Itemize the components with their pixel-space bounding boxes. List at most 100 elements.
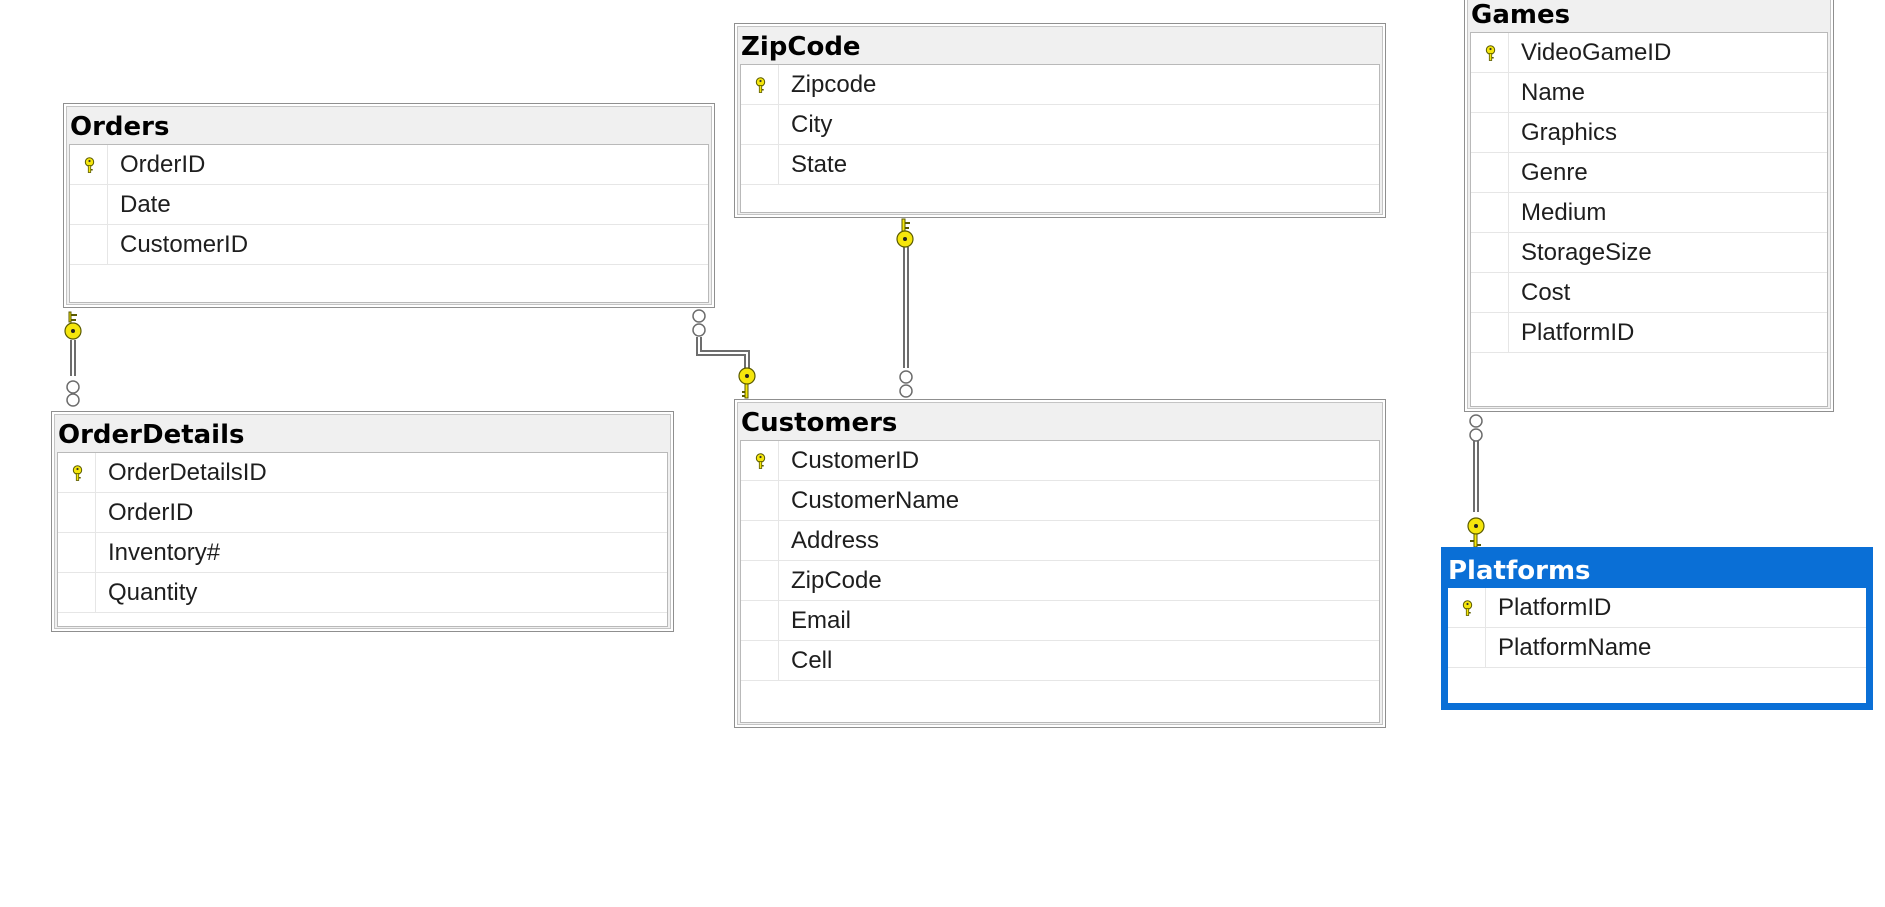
column-name: PlatformID — [1521, 319, 1635, 346]
primary-key-icon — [755, 453, 766, 469]
key-end-icon — [896, 218, 914, 248]
table-orderdetails[interactable]: OrderDetails OrderDetailsID OrderID Invent… — [51, 411, 674, 632]
row-selector[interactable] — [70, 145, 108, 184]
column-row[interactable]: Genre — [1471, 153, 1827, 193]
row-selector[interactable] — [1471, 273, 1509, 312]
column-grid: PlatformID PlatformName — [1447, 587, 1867, 704]
column-name: Zipcode — [791, 71, 877, 98]
row-selector[interactable] — [741, 481, 779, 520]
row-selector[interactable] — [741, 561, 779, 600]
row-selector[interactable] — [741, 601, 779, 640]
column-row[interactable]: Graphics — [1471, 113, 1827, 153]
column-row[interactable]: Zipcode — [741, 65, 1379, 105]
relationship-orders-orderdetails[interactable] — [64, 311, 82, 407]
key-end-icon — [64, 311, 82, 340]
column-name: Graphics — [1521, 119, 1618, 146]
column-row[interactable]: Date — [70, 185, 708, 225]
column-row[interactable]: Inventory# — [58, 533, 667, 573]
table-title[interactable]: ZipCode — [741, 32, 861, 62]
row-selector[interactable] — [58, 453, 96, 492]
row-selector[interactable] — [58, 493, 96, 532]
row-selector[interactable] — [1471, 153, 1509, 192]
column-row[interactable]: OrderDetailsID — [58, 453, 667, 493]
column-row[interactable]: PlatformID — [1471, 313, 1827, 353]
column-row[interactable]: Medium — [1471, 193, 1827, 233]
column-name: OrderID — [108, 499, 194, 526]
row-selector[interactable] — [741, 521, 779, 560]
row-selector[interactable] — [741, 65, 779, 104]
table-title[interactable]: Orders — [70, 112, 170, 142]
column-row[interactable]: OrderID — [70, 145, 708, 185]
column-row[interactable]: State — [741, 145, 1379, 185]
column-name: Medium — [1521, 199, 1607, 226]
table-platforms[interactable]: Platforms PlatformID PlatformName — [1441, 547, 1873, 710]
table-title[interactable]: Games — [1471, 0, 1571, 30]
row-selector[interactable] — [1471, 313, 1509, 352]
column-row[interactable]: OrderID — [58, 493, 667, 533]
column-row[interactable]: Email — [741, 601, 1379, 641]
column-name: ZipCode — [791, 567, 882, 594]
row-selector[interactable] — [741, 105, 779, 144]
column-row[interactable]: Cost — [1471, 273, 1827, 313]
column-row[interactable]: Cell — [741, 641, 1379, 681]
row-selector[interactable] — [58, 573, 96, 612]
column-row[interactable]: PlatformName — [1448, 628, 1866, 668]
row-selector[interactable] — [1448, 628, 1486, 667]
column-name: OrderID — [120, 151, 206, 178]
column-name: PlatformName — [1498, 634, 1652, 661]
table-title[interactable]: Platforms — [1448, 556, 1591, 586]
column-row[interactable]: VideoGameID — [1471, 33, 1827, 73]
row-selector[interactable] — [70, 185, 108, 224]
key-end-icon — [738, 367, 756, 399]
column-grid: OrderDetailsID OrderID Inventory# Quantity — [57, 452, 668, 627]
infinity-end-icon — [66, 380, 80, 407]
row-selector[interactable] — [1471, 193, 1509, 232]
column-row[interactable]: StorageSize — [1471, 233, 1827, 273]
row-selector[interactable] — [70, 225, 108, 264]
row-selector[interactable] — [58, 533, 96, 572]
column-name: CustomerID — [120, 231, 249, 258]
row-selector[interactable] — [1471, 233, 1509, 272]
key-end-icon — [1467, 517, 1485, 548]
column-name: Name — [1521, 79, 1586, 106]
column-name: Genre — [1521, 159, 1588, 186]
column-row[interactable]: PlatformID — [1448, 588, 1866, 628]
column-name: CustomerID — [791, 447, 920, 474]
column-row[interactable]: CustomerName — [741, 481, 1379, 521]
row-selector[interactable] — [741, 145, 779, 184]
column-name: Date — [120, 191, 171, 218]
column-row[interactable]: CustomerID — [70, 225, 708, 265]
column-name: City — [791, 111, 833, 138]
table-title[interactable]: Customers — [741, 408, 898, 438]
primary-key-icon — [755, 77, 766, 93]
column-row[interactable]: ZipCode — [741, 561, 1379, 601]
column-name: Address — [791, 527, 880, 554]
row-selector[interactable] — [741, 441, 779, 480]
primary-key-icon — [1485, 45, 1496, 61]
table-title[interactable]: OrderDetails — [58, 420, 245, 450]
row-selector[interactable] — [1471, 113, 1509, 152]
relationship-customers-orders[interactable] — [692, 309, 756, 399]
relationship-platforms-games[interactable] — [1467, 414, 1485, 548]
row-selector[interactable] — [1471, 33, 1509, 72]
row-selector[interactable] — [1471, 73, 1509, 112]
row-selector[interactable] — [1448, 588, 1486, 627]
column-row[interactable]: Name — [1471, 73, 1827, 113]
column-row[interactable]: CustomerID — [741, 441, 1379, 481]
column-name: Quantity — [108, 579, 198, 606]
column-name: Cost — [1521, 279, 1571, 306]
column-name: Inventory# — [108, 539, 221, 566]
column-row[interactable]: City — [741, 105, 1379, 145]
relationship-zipcode-customers[interactable] — [896, 218, 914, 398]
column-row[interactable]: Address — [741, 521, 1379, 561]
column-row[interactable]: Quantity — [58, 573, 667, 613]
row-selector[interactable] — [741, 641, 779, 680]
